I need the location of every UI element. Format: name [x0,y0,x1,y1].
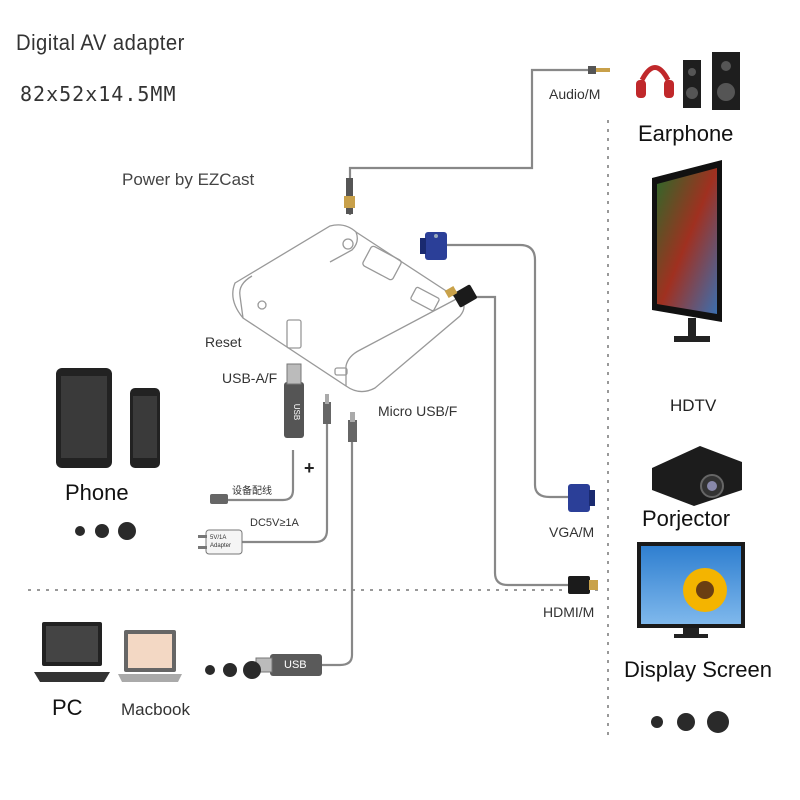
powered-by-label: Power by EZCast [122,170,255,189]
speaker-image [683,52,740,110]
plus-sign: + [304,458,315,478]
hdtv-label: HDTV [670,396,717,415]
hdtv-image [652,160,722,342]
otg-cable-label: 设备配线 [232,486,272,497]
phone-image [130,388,160,468]
reset-label: Reset [205,334,242,350]
vga-plug-bottom [568,484,595,512]
macbook-image [118,630,182,682]
power-spec-label: DC5V≥1A [250,517,299,529]
vga-cable-label: VGA/M [549,524,595,540]
pc-label: PC [52,695,83,720]
more-dots-pc [205,661,261,679]
pc-laptop-image [34,622,110,682]
display-screen-label: Display Screen [624,657,772,682]
adapter-device [232,224,465,393]
page-title: Digital AV adapter [16,30,185,55]
usb-a-plug: USB [284,363,304,438]
audio-jack [344,66,610,214]
earphone-label: Earphone [638,121,734,146]
more-dots-phone [75,522,136,540]
macbook-label: Macbook [121,700,190,719]
usb-plug-text: USB [292,404,301,420]
projector-image [652,446,742,506]
projector-label: Porjector [642,506,731,531]
otg-plug [210,494,228,504]
tablet-image [56,368,112,468]
earphone-image [636,65,674,98]
cables [225,68,596,667]
usb-a-label: USB-A/F [222,370,278,386]
audio-cable-label: Audio/M [549,86,601,102]
display-screen-image [637,542,745,638]
micro-usb-plug [323,394,357,442]
hdmi-plug-top [444,284,477,308]
dimensions-label: 82x52x14.5MM [20,82,177,106]
adapter-text: 5V/1A Adapter [210,535,232,549]
vga-plug-top [420,232,447,260]
phone-label: Phone [65,480,129,505]
usb-key-text: USB [284,659,307,671]
hdmi-plug-bottom [568,576,598,594]
hdmi-cable-label: HDMI/M [543,604,595,620]
power-adapter [198,529,243,555]
micro-usb-label: Micro USB/F [378,403,458,419]
more-dots-output [651,711,729,733]
